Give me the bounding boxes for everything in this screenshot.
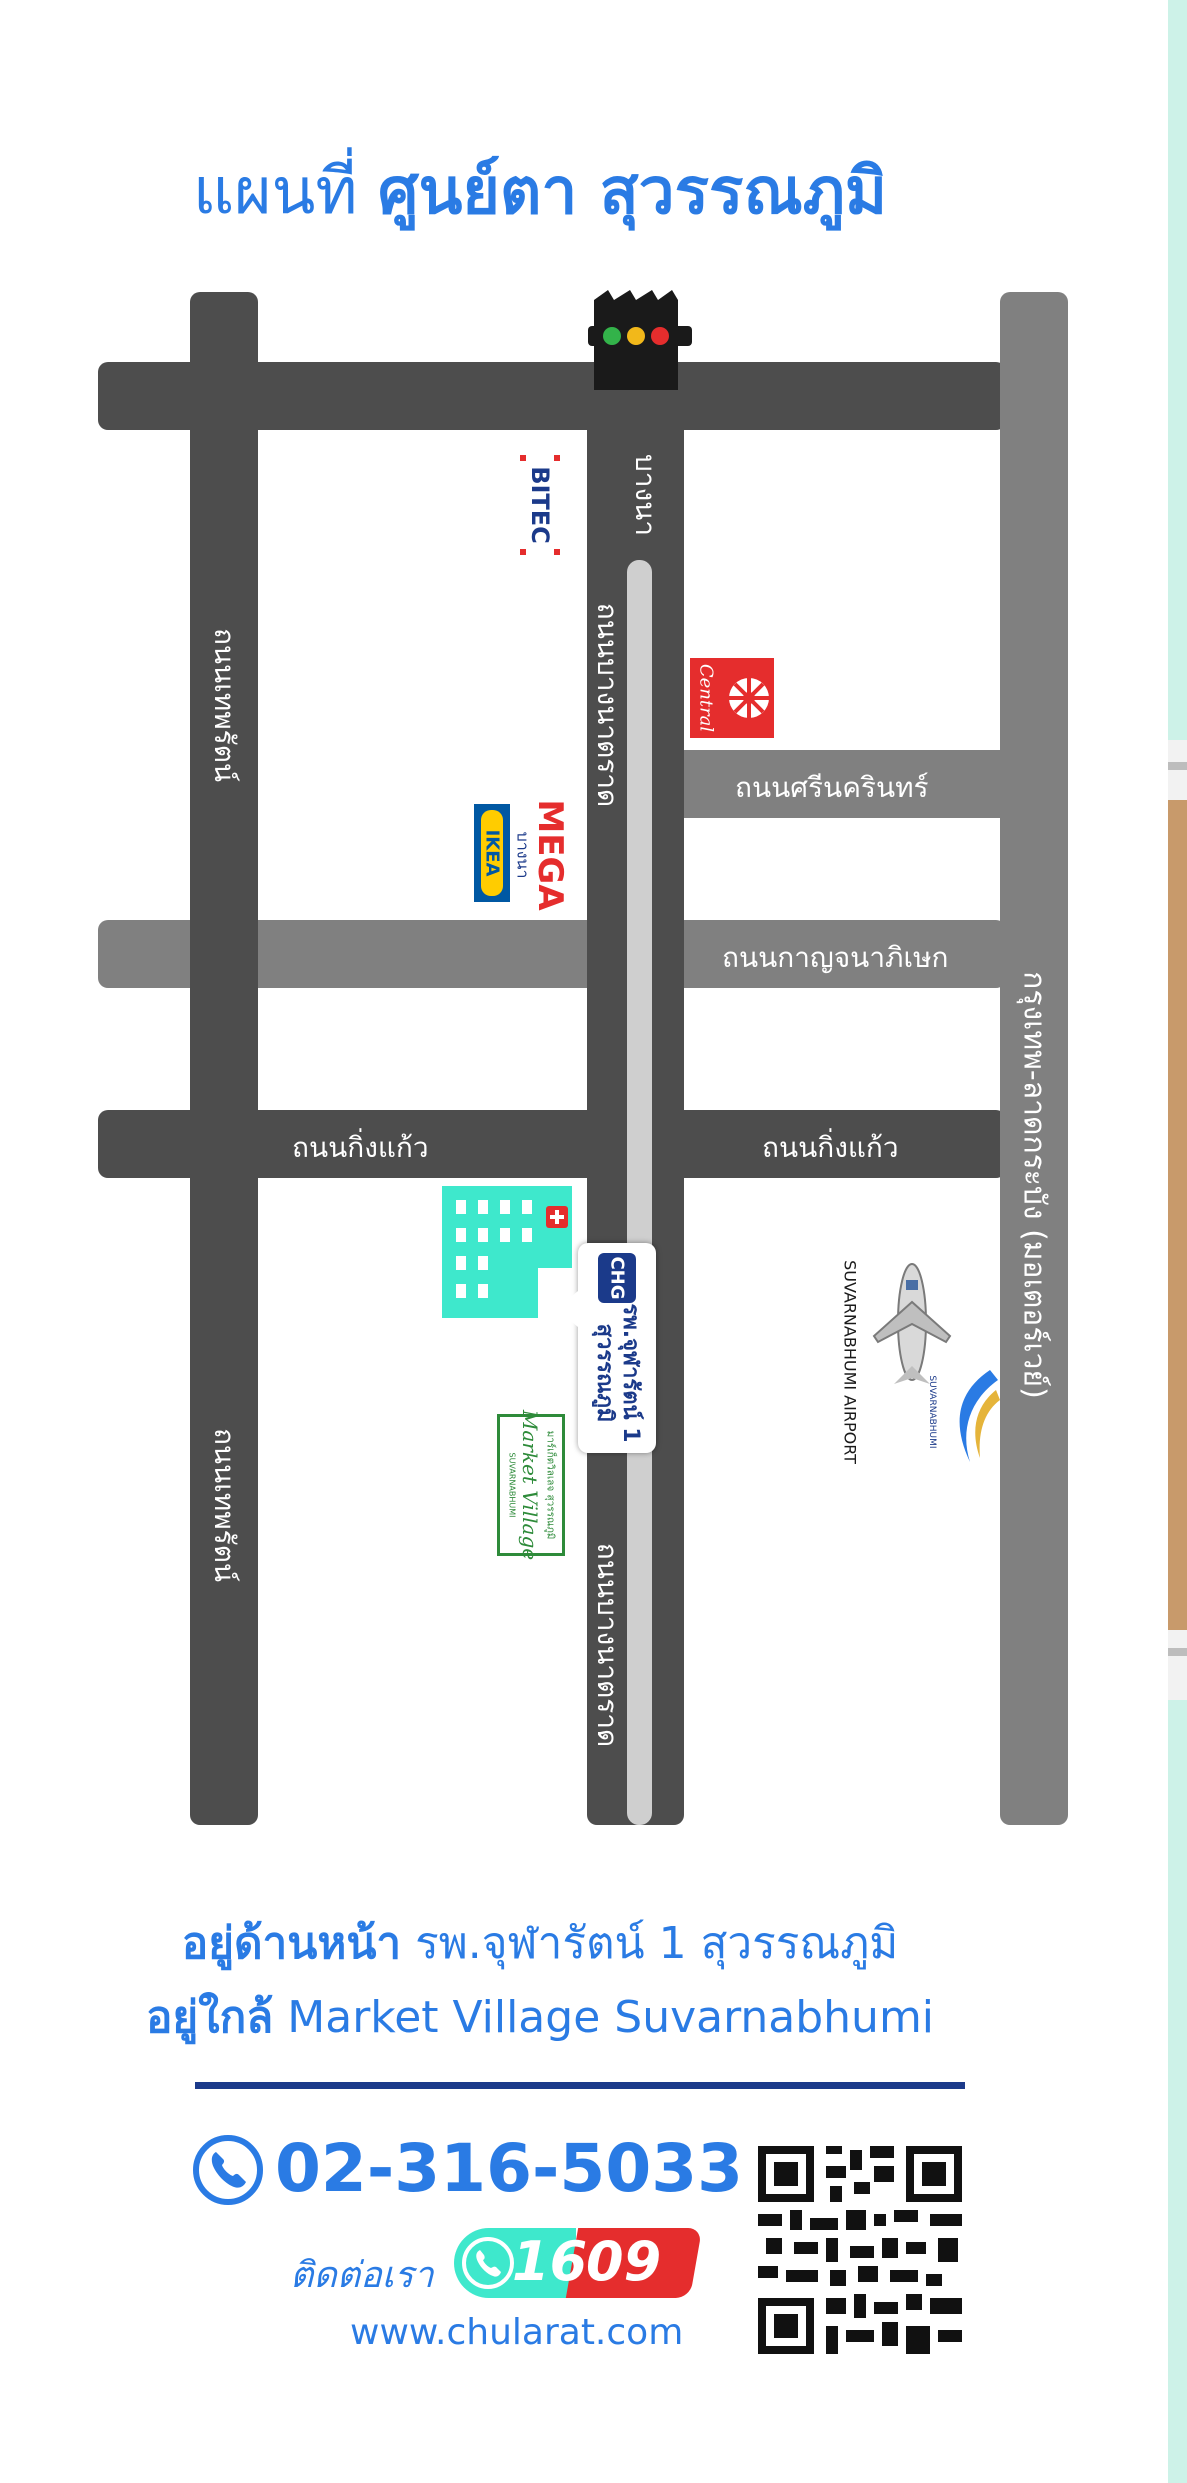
note1-bold: อยู่ด้านหน้า [181,1918,402,1969]
label-bang-na-trat-bottom: ถนนบางนาตราด [591,1542,624,1748]
airport-logo: SUVARNABHUMI AIRPORT SUVARNABHUMI [840,1260,1000,1464]
suvarnabhumi-swoosh-icon [959,1370,1000,1462]
phone-icon [193,2135,263,2205]
road-bang-na-trat-median [627,560,652,1825]
hospital-badge: CHG [598,1253,636,1303]
hotline-number-a: 16 [512,2230,588,2293]
label-bang-na: บางนา [629,453,662,537]
road-srinakarin [684,750,1006,818]
market-village-text: Market Village [518,1409,542,1561]
hospital-badge-text: CHG [606,1256,628,1300]
page-title: แผนที่ ศูนย์ตา สุวรรณภูมิ [0,140,1080,242]
label-motorway: กรุงเทพ-ลาดกระบัง (มอเตอร์เวย์) [1016,971,1052,1399]
section-divider [195,2082,965,2089]
ikea-logo: IKEA [474,804,510,902]
airport-text: SUVARNABHUMI AIRPORT [840,1260,860,1464]
note1-rest: รพ.จุฬารัตน์ 1 สุวรรณภูมิ [415,1918,899,1969]
qr-code-icon[interactable] [758,2146,962,2354]
road-motorway [1000,292,1068,1825]
hotline-phone-icon [462,2237,514,2289]
airplane-icon [872,1263,952,1384]
hospital-line1: รพ.จุฬารัตน์ 1 [618,1303,643,1443]
phone-number[interactable]: 02-316-5033 [275,2130,744,2207]
label-kanchanaphisek: ถนนกาญจนาภิเษก [722,941,949,974]
airport-logo-text: SUVARNABHUMI [927,1375,937,1449]
hospital-building-icon [442,1186,572,1318]
central-flower-icon [729,678,769,718]
bitec-text: BITEC [526,466,554,544]
road-thep-rat [190,292,258,1825]
market-village-logo: มาร์เก็ตวิลเลจ สุวรรณภูมิ Market Village… [497,1410,565,1560]
label-bang-na-trat-top: ถนนบางนาตราด [591,602,624,808]
bitec-logo: BITEC [516,455,564,555]
market-village-top-text: มาร์เก็ตวิลเลจ สุวรรณภูมิ [544,1430,556,1540]
label-king-kaew-left: ถนนกิ่งแก้ว [292,1131,429,1164]
title-prefix: แผนที่ [192,155,358,229]
hotline-badge[interactable]: 16 09 [454,2224,703,2302]
location-note-1: อยู่ด้านหน้า รพ.จุฬารัตน์ 1 สุวรรณภูมิ [0,1908,1080,1978]
label-king-kaew-right: ถนนกิ่งแก้ว [762,1131,899,1164]
title-name: ศูนย์ตา สุวรรณภูมิ [377,155,888,229]
ikea-text: IKEA [481,829,503,877]
contact-label: ติดต่อเรา [290,2255,434,2296]
note2-bold: อยู่ใกล้ [145,1992,274,2043]
hospital-name: รพ.จุฬารัตน์ 1 สุวรรณภูมิ [591,1303,643,1442]
market-village-sub-text: SUVARNABHUMI [507,1452,517,1518]
location-note-2: อยู่ใกล้ Market Village Suvarnabhumi [0,1982,1080,2052]
hospital-line2: สุวรรณภูมิ [592,1323,617,1423]
note2-rest: Market Village Suvarnabhumi [287,1992,935,2043]
label-thep-rat-top: ถนนเทพรัตน์ [208,627,241,783]
central-logo: Central [690,658,774,738]
label-srinakarin: ถนนศรีนครินทร์ [735,771,929,804]
adjacent-page-strip [1168,0,1187,2483]
traffic-light-icon [588,290,692,390]
mega-text: MEGA [530,799,570,911]
hospital-callout[interactable]: CHG รพ.จุฬารัตน์ 1 สุวรรณภูมิ [556,1243,656,1453]
mega-sub-text: บางนา [513,831,533,879]
central-text: Central [695,663,717,733]
website-link[interactable]: www.chularat.com [350,2312,684,2353]
hotline-number-b: 09 [586,2230,662,2293]
label-thep-rat-bottom: ถนนเทพรัตน์ [208,1427,241,1583]
